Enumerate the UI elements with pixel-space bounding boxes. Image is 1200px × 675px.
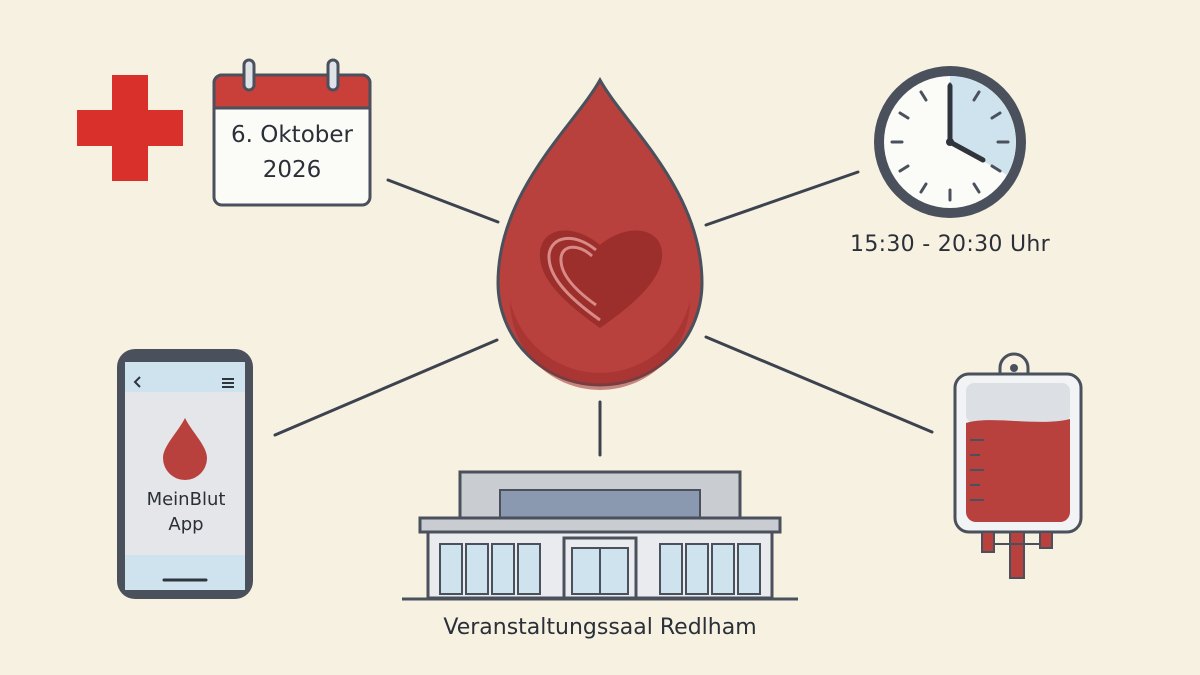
connector-bloodbag [704,335,934,434]
connector-clock [704,170,860,227]
connector-lines [273,170,934,457]
connector-calendar [386,178,500,224]
venue-label: Veranstaltungssaal Redlham [443,615,757,640]
building-icon [402,470,798,601]
app-name-line2: App [168,514,204,535]
time-label: 15:30 - 20:30 Uhr [850,232,1050,257]
blood-drop-heart-icon [496,76,704,390]
red-cross-icon [77,75,183,181]
smartphone-icon [117,349,253,599]
calendar-icon [212,58,372,207]
blood-bag-icon [953,352,1083,579]
calendar-year-line: 2026 [262,157,322,183]
connector-phone [273,338,499,437]
app-name-line1: MeinBlut [146,489,226,510]
calendar-date-line: 6. Oktober [231,122,353,148]
clock-icon [874,66,1026,218]
